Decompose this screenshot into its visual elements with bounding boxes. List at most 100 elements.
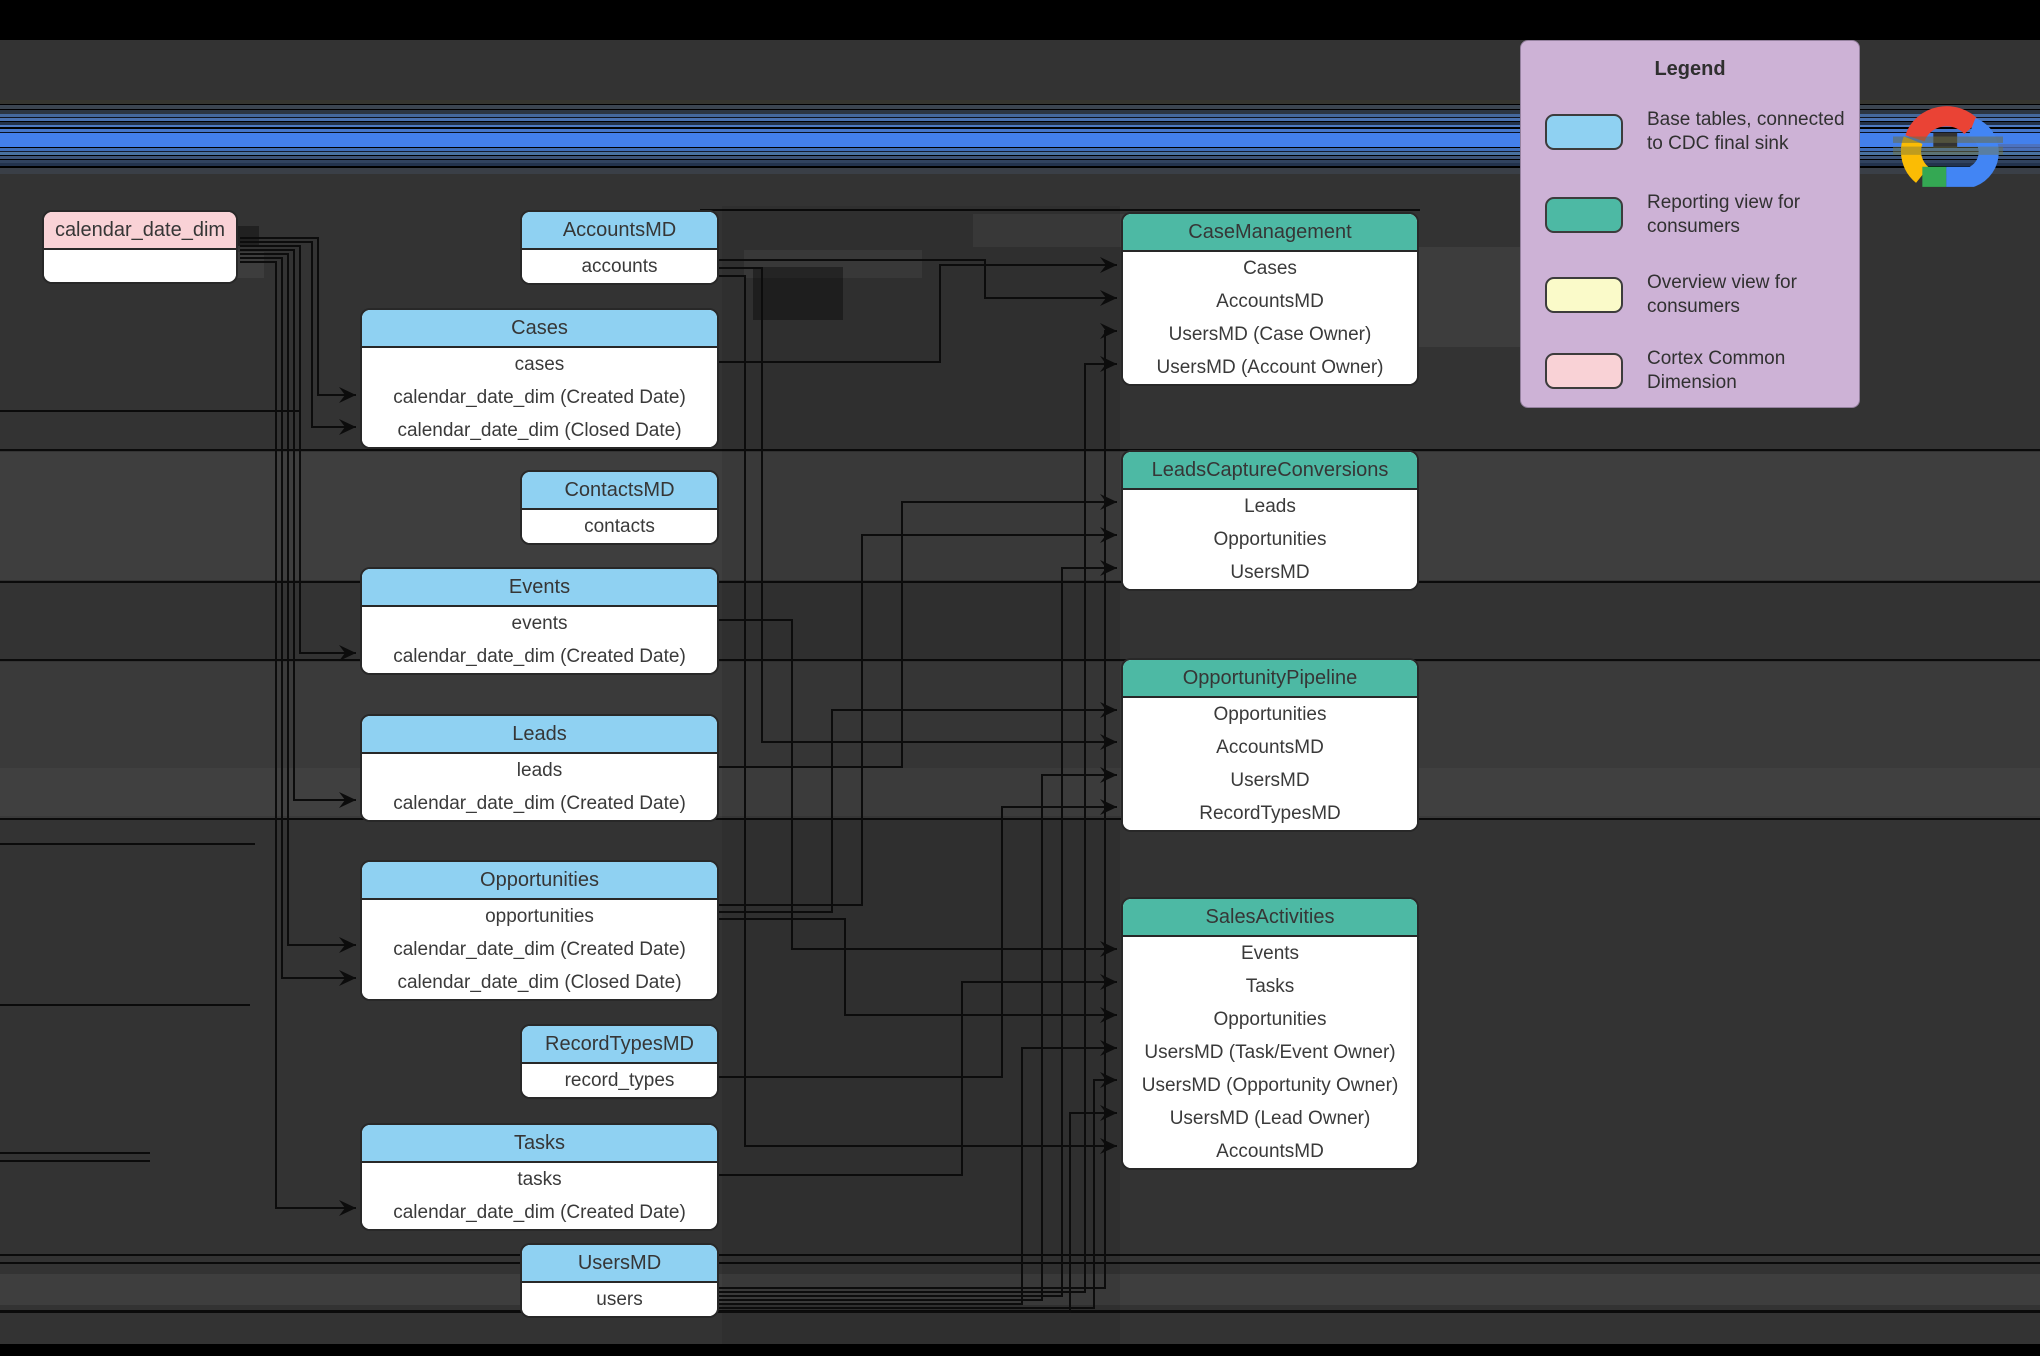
logo-redaction-stripe (1893, 146, 2003, 155)
view-row: UsersMD (1123, 764, 1417, 797)
view-row: UsersMD (Account Owner) (1123, 351, 1417, 384)
table-opportunities: Opportunities opportunities calendar_dat… (360, 860, 719, 1001)
view-row: Leads (1123, 490, 1417, 523)
view-row: Cases (1123, 252, 1417, 285)
table-users-md: UsersMD users (520, 1243, 719, 1318)
view-row: AccountsMD (1123, 731, 1417, 764)
table-cases: Cases cases calendar_date_dim (Created D… (360, 308, 719, 449)
table-title: UsersMD (522, 1245, 717, 1283)
connector-line (719, 267, 1117, 750)
table-row: leads (362, 754, 717, 787)
table-title: AccountsMD (522, 212, 717, 250)
table-row: calendar_date_dim (Closed Date) (362, 414, 717, 447)
base-table-swatch (1545, 114, 1623, 150)
table-contacts-md: ContactsMD contacts (520, 470, 719, 545)
connector-line (719, 1072, 1117, 1309)
legend-item: Base tables, connected to CDC final sink (1545, 109, 1845, 155)
view-title: LeadsCaptureConversions (1123, 452, 1417, 490)
table-row: accounts (522, 250, 717, 283)
connector-line (240, 237, 356, 403)
logo-redaction-stripe (1893, 136, 2003, 143)
legend-item-label: Base tables, connected to CDC final sink (1647, 109, 1845, 154)
table-record-types-md: RecordTypesMD record_types (520, 1024, 719, 1099)
connector-line (719, 257, 1117, 363)
legend-item-label: Cortex Common Dimension (1647, 348, 1786, 393)
connector-line (719, 323, 1117, 1289)
table-row: users (522, 1283, 717, 1316)
legend-item: Cortex Common Dimension (1545, 348, 1845, 394)
table-title: calendar_date_dim (44, 212, 236, 250)
view-title: SalesActivities (1123, 899, 1417, 937)
overview-view-swatch (1545, 277, 1623, 313)
connector-line (240, 241, 356, 435)
legend: Legend Base tables, connected to CDC fin… (1520, 40, 1860, 408)
reporting-view-swatch (1545, 197, 1623, 233)
connector-line (719, 974, 1117, 1176)
table-row: tasks (362, 1163, 717, 1196)
table-title: Tasks (362, 1125, 717, 1163)
table-title: RecordTypesMD (522, 1026, 717, 1064)
table-row: calendar_date_dim (Created Date) (362, 381, 717, 414)
table-leads: Leads leads calendar_date_dim (Created D… (360, 714, 719, 822)
view-row: AccountsMD (1123, 285, 1417, 318)
connector-line (719, 1105, 1117, 1313)
table-tasks: Tasks tasks calendar_date_dim (Created D… (360, 1123, 719, 1231)
table-title: Opportunities (362, 862, 717, 900)
table-row: calendar_date_dim (Created Date) (362, 640, 717, 673)
connector-line (719, 619, 1117, 957)
connector-line (719, 1040, 1117, 1305)
connector-line (240, 253, 356, 953)
logo-yellow-arc (1900, 136, 1930, 183)
connector-line (719, 560, 1117, 1297)
table-row: calendar_date_dim (Created Date) (362, 933, 717, 966)
view-title: OpportunityPipeline (1123, 660, 1417, 698)
connector-line (240, 257, 356, 986)
table-title: Leads (362, 716, 717, 754)
connector-line (719, 356, 1117, 1293)
view-row: Tasks (1123, 970, 1417, 1003)
view-row: UsersMD (Task/Event Owner) (1123, 1036, 1417, 1069)
connector-line (240, 249, 356, 808)
connector-line (719, 494, 1117, 768)
table-title: Events (362, 569, 717, 607)
table-accounts-md: AccountsMD accounts (520, 210, 719, 285)
table-row: cases (362, 348, 717, 381)
connector-line (719, 527, 1117, 906)
view-row: UsersMD (1123, 556, 1417, 589)
view-row: RecordTypesMD (1123, 797, 1417, 830)
view-row: AccountsMD (1123, 1135, 1417, 1168)
table-row: contacts (522, 510, 717, 543)
connector-line (240, 245, 356, 661)
view-row: Events (1123, 937, 1417, 970)
view-leads-capture-conversions: LeadsCaptureConversions Leads Opportunit… (1121, 450, 1419, 591)
table-row: events (362, 607, 717, 640)
view-title: CaseManagement (1123, 214, 1417, 252)
legend-title: Legend (1654, 58, 1726, 80)
view-row: Opportunities (1123, 1003, 1417, 1036)
legend-item-label: Overview view for consumers (1647, 272, 1797, 317)
connector-line (719, 799, 1117, 1078)
legend-item-label: Reporting view for consumers (1647, 192, 1801, 237)
connector-line (719, 918, 1117, 1023)
table-row: record_types (522, 1064, 717, 1097)
connector-line (240, 261, 356, 1216)
view-row: Opportunities (1123, 523, 1417, 556)
view-row: Opportunities (1123, 698, 1417, 731)
table-row: calendar_date_dim (Created Date) (362, 1196, 717, 1229)
table-calendar-date-dim: calendar_date_dim (42, 210, 238, 284)
connector-line (719, 702, 1117, 913)
table-row: opportunities (362, 900, 717, 933)
table-title: Cases (362, 310, 717, 348)
table-events: Events events calendar_date_dim (Created… (360, 567, 719, 675)
legend-item: Overview view for consumers (1545, 272, 1845, 318)
table-row: calendar_date_dim (Created Date) (362, 787, 717, 820)
table-body-empty (44, 250, 236, 282)
view-opportunity-pipeline: OpportunityPipeline Opportunities Accoun… (1121, 658, 1419, 832)
legend-item: Reporting view for consumers (1545, 192, 1845, 238)
table-row: calendar_date_dim (Closed Date) (362, 966, 717, 999)
connector-line (719, 275, 1117, 1154)
table-title: ContactsMD (522, 472, 717, 510)
view-row: UsersMD (Lead Owner) (1123, 1102, 1417, 1135)
